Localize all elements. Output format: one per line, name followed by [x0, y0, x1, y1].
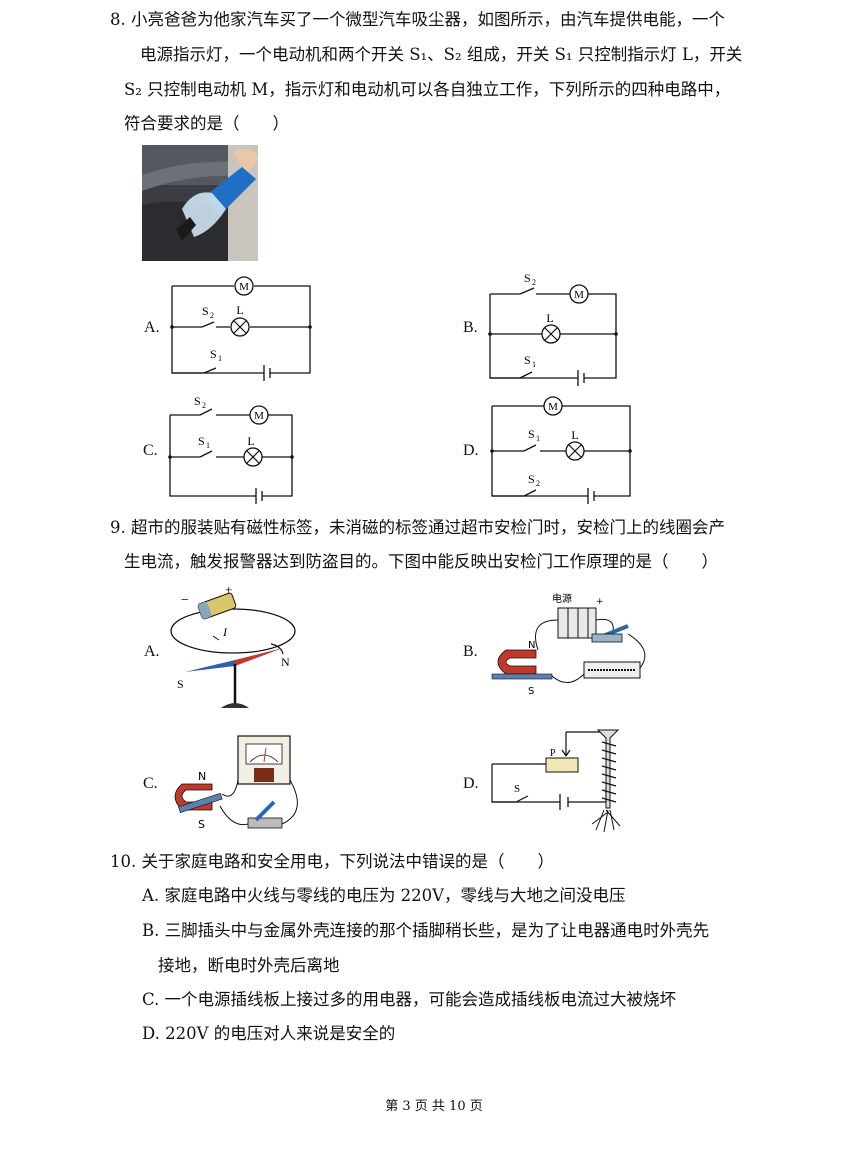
q10-stem: 10. 关于家庭电路和安全用电，下列说法中错误的是（ ） — [110, 852, 554, 871]
north-pole-label: N — [528, 640, 535, 651]
switch-s2-label: S — [524, 271, 531, 285]
q8-option-b-label: B. — [463, 319, 478, 336]
q10-choice-d: D. 220V 的电压对人来说是安全的 — [142, 1024, 396, 1043]
q10-choice-c: C. 一个电源插线板上接过多的用电器，可能会造成插线板电流过大被烧坏 — [142, 990, 677, 1009]
q9-figure-d: P S — [488, 726, 638, 838]
north-pole-label: N — [198, 770, 206, 783]
q10-choice-b-continued: 接地，断电时外壳后离地 — [158, 956, 340, 975]
circuit-diagram-c: M L S 2 S 1 — [160, 393, 310, 504]
battery-label: 电源 — [552, 592, 572, 605]
q8-line-1: 8. 小亮爸爸为他家汽车买了一个微型汽车吸尘器，如图所示，由汽车提供电能，一个 — [110, 10, 725, 29]
q10-choice-b: B. 三脚插头中与金属外壳连接的那个插脚稍长些，是为了让电器通电时外壳先 — [142, 921, 710, 940]
q8-line-3: S₂ 只控制电动机 M，指示灯和电动机可以各自独立工作，下列所示的四种电路中， — [124, 80, 731, 99]
switch-s2-subscript: 2 — [532, 278, 536, 287]
lamp-label: L — [571, 428, 578, 442]
circuit-diagram-b: M L S 2 S 1 — [480, 268, 630, 386]
q8-option-c-label: C. — [143, 442, 158, 459]
switch-s2-subscript: 2 — [210, 311, 214, 320]
south-pole-label: S — [177, 677, 184, 691]
switch-s1-label: S — [210, 347, 217, 361]
car-vacuum-photo — [142, 145, 258, 261]
switch-label: S — [514, 783, 520, 795]
switch-s1-label: S — [198, 434, 205, 448]
south-pole-label: S — [528, 686, 534, 697]
battery-minus-label: − — [181, 593, 189, 608]
q9-figure-c: N S — [168, 732, 328, 842]
switch-s1-subscript: 1 — [532, 360, 536, 369]
switch-s2-subscript: 2 — [202, 401, 206, 410]
page-number: 第 3 页 共 10 页 — [385, 1099, 483, 1114]
motor-label: M — [574, 289, 584, 301]
q9-option-d-label: D. — [463, 775, 479, 792]
switch-s1-subscript: 1 — [218, 354, 222, 363]
q9-figure-b: 电源 + N S — [488, 590, 658, 710]
motor-label: M — [254, 410, 264, 422]
switch-s1-subscript: 1 — [536, 434, 540, 443]
switch-s2-label: S — [194, 394, 201, 408]
q9-option-a-label: A. — [144, 643, 160, 660]
q9-option-b-label: B. — [463, 643, 478, 660]
lamp-label: L — [247, 434, 254, 448]
q9-option-c-label: C. — [143, 775, 158, 792]
switch-s2-label: S — [202, 304, 209, 318]
q9-line-1: 9. 超市的服装贴有磁性标签，未消磁的标签通过超市安检门时，安检门上的线圈会产 — [110, 518, 725, 537]
motor-label: M — [239, 281, 249, 293]
circuit-diagram-a: M L S 2 S 1 — [160, 270, 320, 385]
lamp-label: L — [546, 311, 553, 325]
battery-plus-label: + — [225, 582, 232, 597]
north-pole-label: N — [281, 655, 290, 669]
q8-line-4: 符合要求的是（ ） — [124, 114, 289, 133]
switch-s2-label: S — [528, 472, 535, 486]
switch-s1-label: S — [528, 427, 535, 441]
switch-s1-label: S — [524, 353, 531, 367]
battery-plus-label: + — [596, 597, 604, 607]
q9-figure-a: − + I S N — [165, 582, 305, 716]
circuit-diagram-d: M L S 1 S 2 — [480, 394, 640, 504]
motor-label: M — [548, 401, 558, 413]
motor-symbol — [234, 276, 254, 296]
current-label: I — [222, 625, 228, 639]
south-pole-label: S — [198, 818, 205, 831]
q8-line-2: 电源指示灯，一个电动机和两个开关 S₁、S₂ 组成，开关 S₁ 只控制指示灯 L… — [140, 45, 743, 64]
q9-line-2: 生电流，触发报警器达到防盗目的。下图中能反映出安检门工作原理的是（ ） — [124, 552, 718, 571]
switch-s1-subscript: 1 — [206, 441, 210, 450]
lamp-label: L — [236, 303, 243, 317]
rheostat-pointer-label: P — [550, 748, 556, 759]
q10-choice-a: A. 家庭电路中火线与零线的电压为 220V，零线与大地之间没电压 — [142, 886, 626, 905]
q8-option-a-label: A. — [144, 319, 160, 336]
q8-option-d-label: D. — [463, 442, 479, 459]
switch-s2-subscript: 2 — [536, 479, 540, 488]
